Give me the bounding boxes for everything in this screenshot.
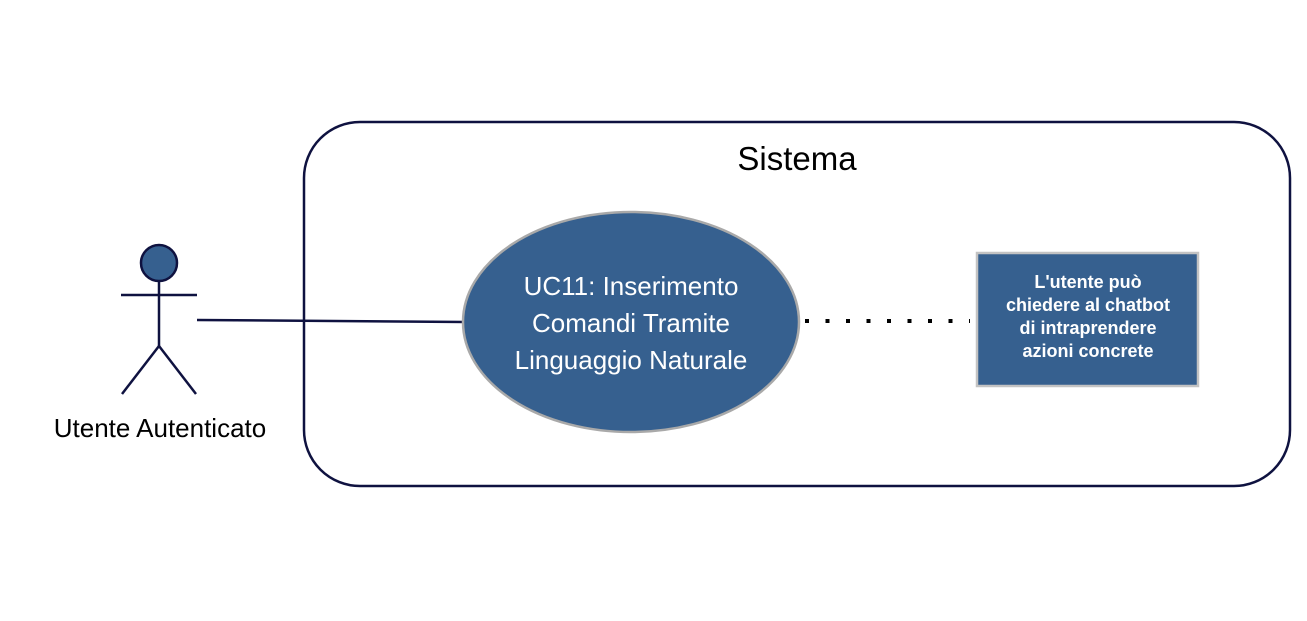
note-line: azioni concrete	[1022, 341, 1154, 361]
system-boundary	[302, 120, 1292, 488]
system-title: Sistema	[737, 140, 857, 177]
note-line: L'utente può	[1034, 272, 1142, 292]
use-case-ellipse	[461, 210, 801, 434]
note-box	[975, 251, 1200, 388]
note-text: L'utente può chiedere al chatbot di intr…	[978, 271, 1198, 363]
actor-label: Utente Autenticato	[53, 413, 267, 443]
actor-left-leg	[121, 345, 160, 395]
note-line: chiedere al chatbot	[1005, 295, 1171, 315]
note-line: di intraprendere	[1019, 318, 1157, 338]
use-case-label: UC11: Inserimento Comandi Tramite Lingua…	[470, 268, 792, 379]
use-case-line: UC11: Inserimento	[523, 271, 739, 301]
association-line	[196, 318, 466, 324]
actor-head	[139, 243, 179, 283]
use-case-line: Linguaggio Naturale	[514, 345, 748, 375]
actor-figure	[121, 243, 197, 395]
actor-right-leg	[158, 345, 197, 395]
use-case-line: Comandi Tramite	[532, 308, 730, 338]
